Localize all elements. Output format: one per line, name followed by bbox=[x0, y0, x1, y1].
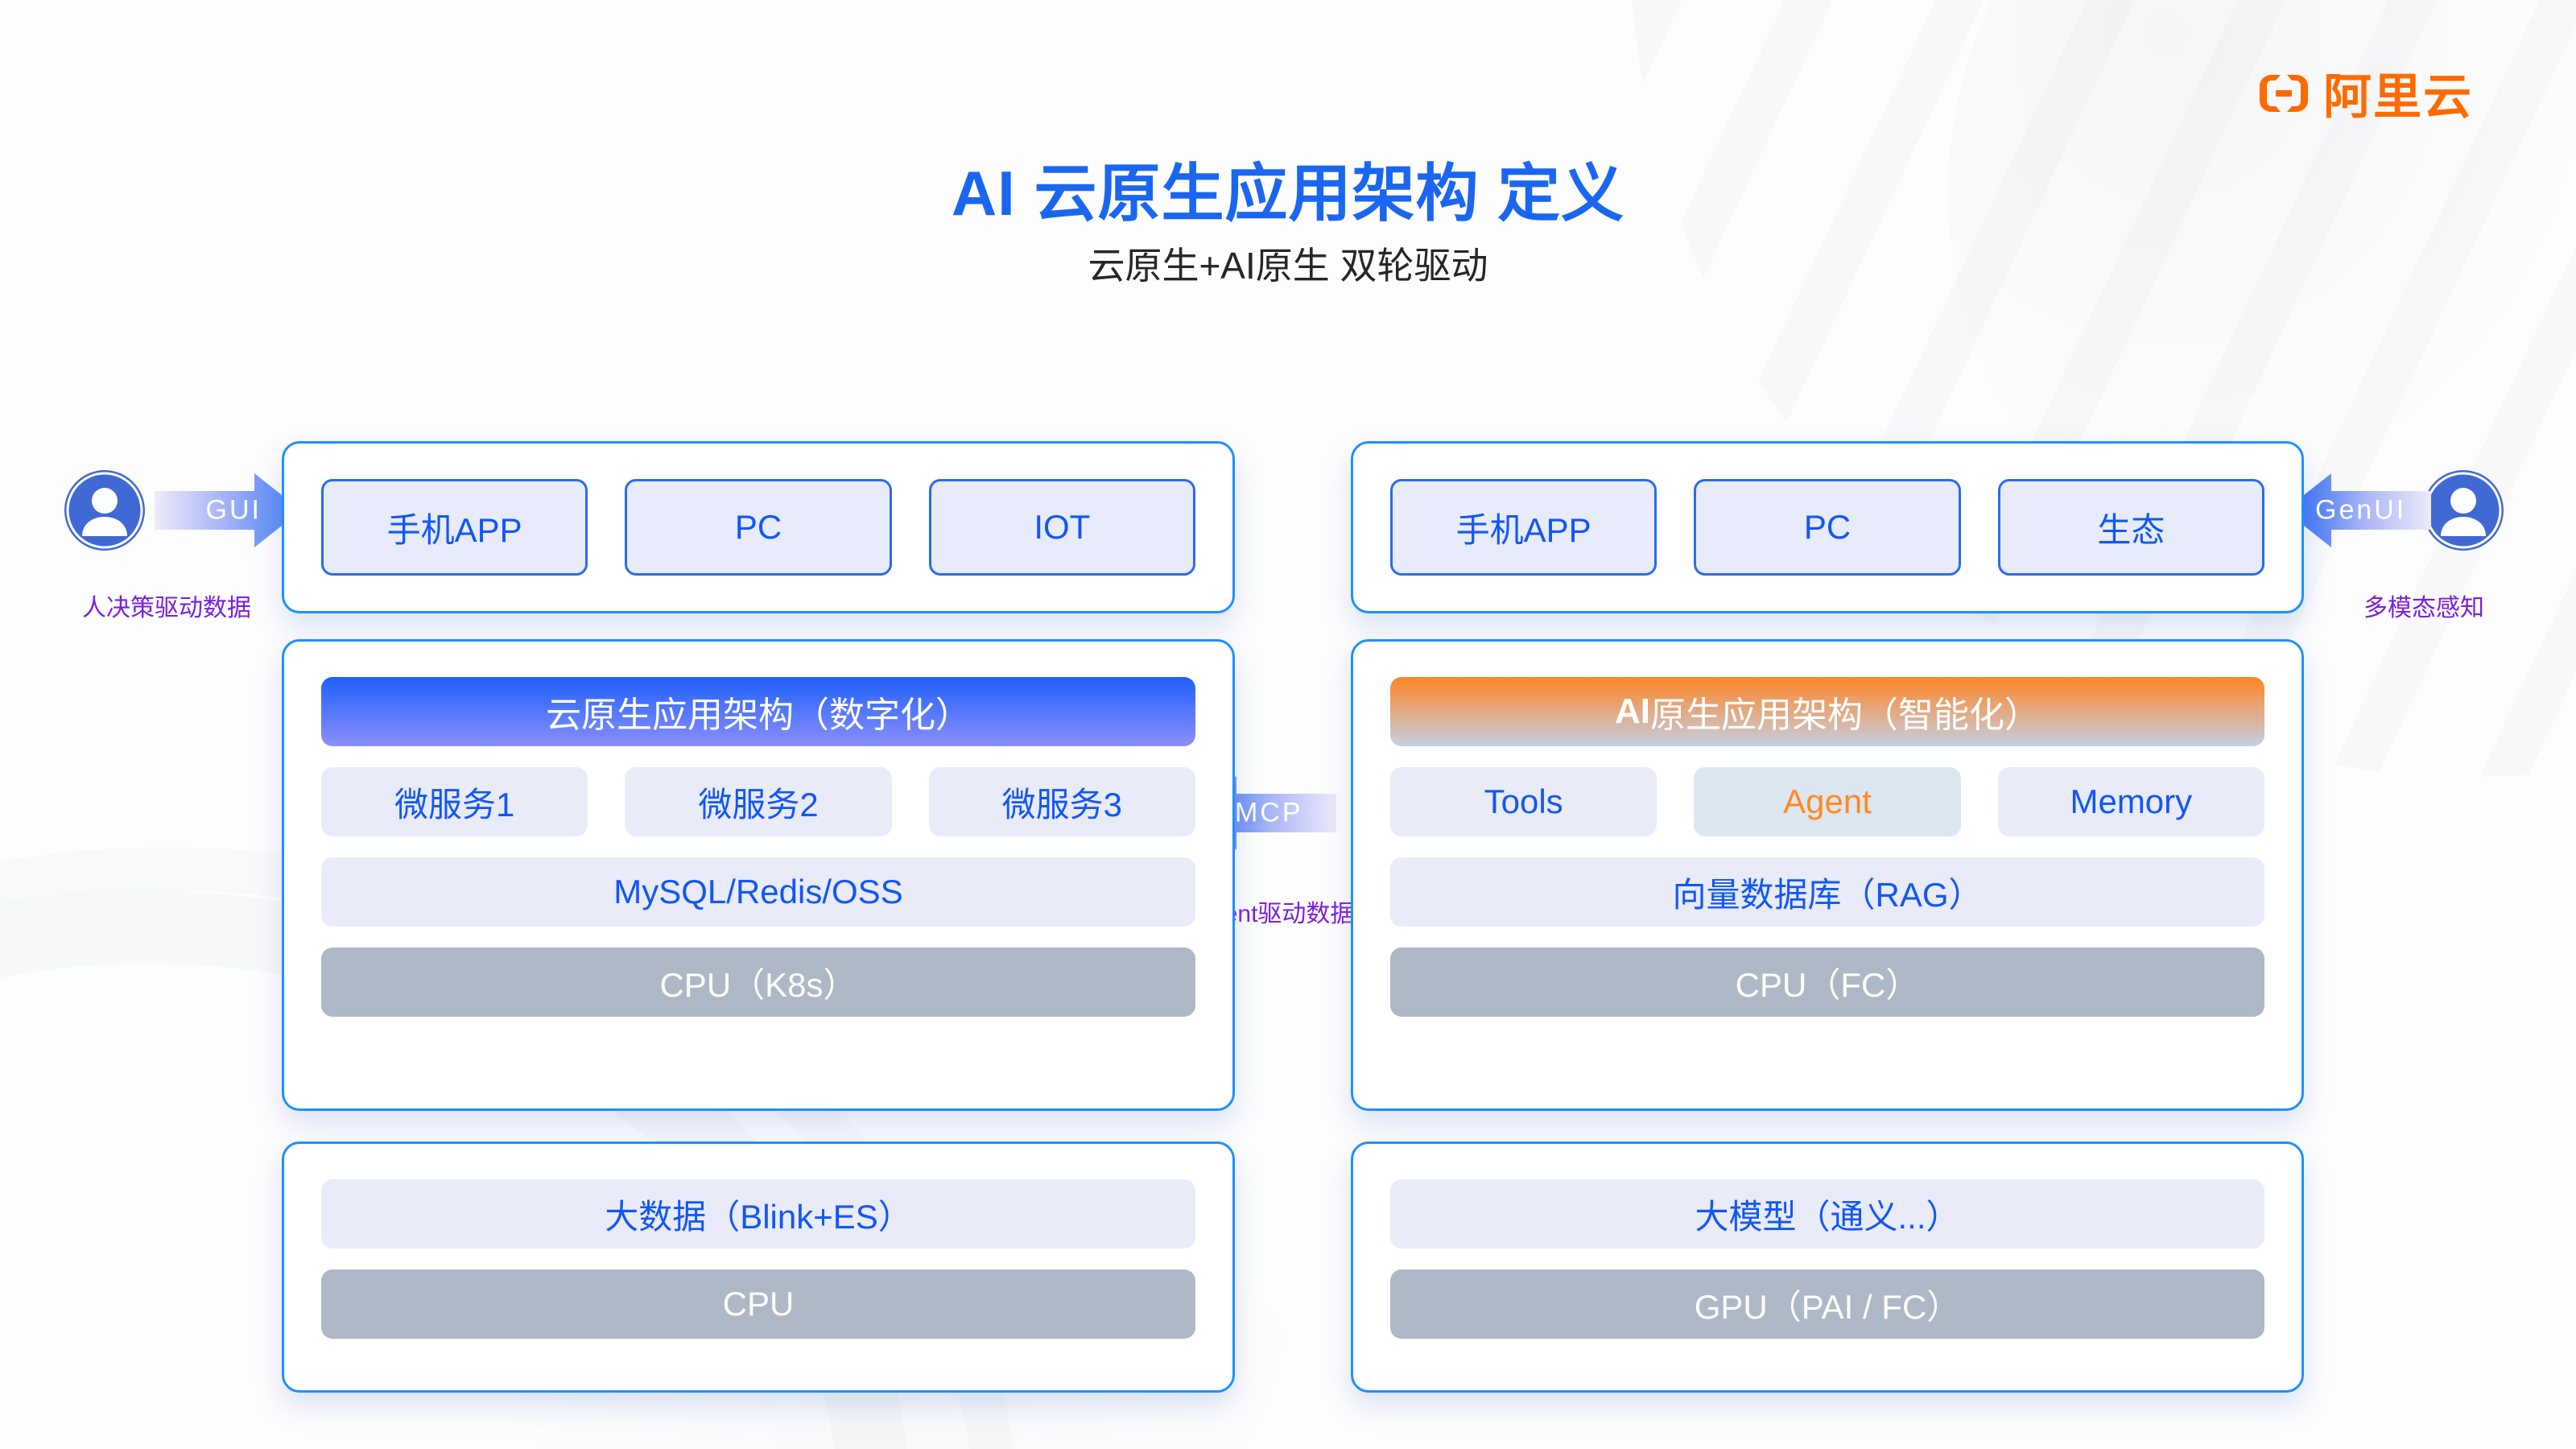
tools-block[interactable]: Tools bbox=[1390, 767, 1657, 836]
left-storage-block[interactable]: MySQL/Redis/OSS bbox=[321, 857, 1195, 927]
right-access-layer-panel: 手机APP PC 生态 bbox=[1351, 441, 2304, 613]
right-model-layer-panel: 大模型（通义...） GPU（PAI / FC） bbox=[1351, 1141, 2304, 1393]
microservice-2-block[interactable]: 微服务2 bbox=[625, 767, 892, 836]
agent-block[interactable]: Agent bbox=[1694, 767, 1961, 836]
bigdata-compute-block[interactable]: CPU bbox=[321, 1269, 1195, 1339]
right-compute-block[interactable]: CPU（FC） bbox=[1390, 947, 2264, 1017]
microservice-1-block[interactable]: 微服务1 bbox=[321, 767, 588, 836]
microservice-3-block[interactable]: 微服务3 bbox=[928, 767, 1195, 836]
arrow-left-icon bbox=[2285, 473, 2431, 547]
cloud-native-architecture-header: 云原生应用架构（数字化） bbox=[321, 677, 1195, 746]
ai-native-header-rest: 原生应用架构（智能化） bbox=[1650, 696, 2040, 735]
vector-db-block[interactable]: 向量数据库（RAG） bbox=[1390, 857, 2264, 927]
left-architecture-panel: 云原生应用架构（数字化） 微服务1 微服务2 微服务3 MySQL/Redis/… bbox=[282, 639, 1235, 1111]
right-architecture-panel: AI 原生应用架构（智能化） Tools Agent Memory 向量数据库（… bbox=[1351, 639, 2304, 1111]
page-title: AI 云原生应用架构 定义 bbox=[951, 158, 1625, 229]
alibaba-cloud-logo: 阿里云 bbox=[2259, 58, 2473, 128]
gpu-compute-block[interactable]: GPU（PAI / FC） bbox=[1390, 1269, 2264, 1339]
left-data-layer-panel: 大数据（Blink+ES） CPU bbox=[282, 1141, 1235, 1393]
right-access-chip-mobile-app[interactable]: 手机APP bbox=[1390, 479, 1657, 576]
gui-flow-arrow: GUI bbox=[155, 473, 301, 547]
alibaba-cloud-mark-icon bbox=[2260, 74, 2308, 112]
left-access-layer-panel: 手机APP PC IOT bbox=[282, 441, 1235, 613]
left-access-chip-pc[interactable]: PC bbox=[625, 479, 892, 576]
memory-block[interactable]: Memory bbox=[1997, 767, 2264, 836]
page-subtitle: 云原生+AI原生 双轮驱动 bbox=[1088, 245, 1488, 287]
user-avatar-right bbox=[2423, 470, 2504, 551]
left-access-chip-mobile-app[interactable]: 手机APP bbox=[321, 479, 588, 576]
left-compute-block[interactable]: CPU（K8s） bbox=[321, 947, 1195, 1017]
arrow-right-icon bbox=[155, 473, 301, 547]
ai-native-architecture-header: AI 原生应用架构（智能化） bbox=[1390, 677, 2264, 746]
right-access-chip-pc[interactable]: PC bbox=[1694, 479, 1961, 576]
large-model-block[interactable]: 大模型（通义...） bbox=[1390, 1179, 2264, 1249]
left-actor-caption: 人决策驱动数据 bbox=[82, 595, 251, 621]
right-access-chip-ecosystem[interactable]: 生态 bbox=[1997, 479, 2264, 576]
ai-native-header-bold: AI bbox=[1615, 691, 1650, 731]
logo-text: 阿里云 bbox=[2323, 70, 2473, 124]
right-actor-caption: 多模态感知 bbox=[2363, 595, 2484, 621]
genui-flow-arrow: GenUI bbox=[2285, 473, 2431, 547]
user-avatar-left bbox=[64, 470, 145, 551]
bigdata-platform-block[interactable]: 大数据（Blink+ES） bbox=[321, 1179, 1195, 1249]
left-access-chip-iot[interactable]: IOT bbox=[928, 479, 1195, 576]
